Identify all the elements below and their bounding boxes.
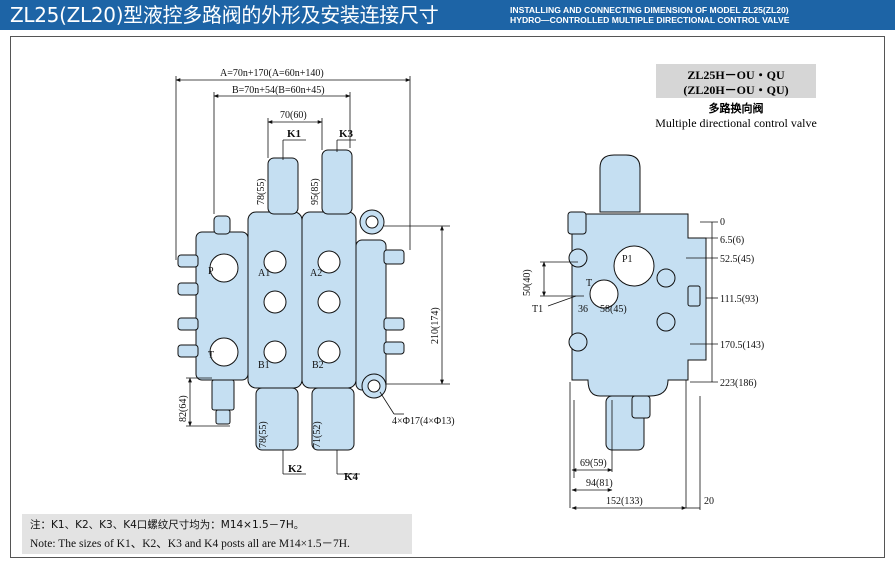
fitting [177,282,199,296]
page-subtitle: INSTALLING AND CONNECTING DIMENSION OF M… [510,5,890,25]
side-bolt [568,332,588,352]
drawing-frame [10,36,885,558]
k3-cap [321,149,353,215]
dim-94: 94(81) [586,478,613,489]
side-bolt [568,248,588,268]
note-en: Note: The sizes of K1、K2、K3 and K4 posts… [30,538,350,550]
dim-20: 20 [704,496,714,507]
side-body [571,213,707,397]
port-p-label: P [208,266,214,277]
fitting [383,341,405,355]
dim-b-label: B=70n+54(B=60n+45) [232,85,325,96]
dim-50: 50(40) [522,269,533,296]
port-a2-circle [317,250,341,274]
model-description-cn: 多路换向阀 [708,102,764,115]
side-left-boss [567,211,587,235]
port-t-label: T [208,350,214,361]
dim-95: 95(85) [310,178,321,205]
port-a2-label: A2 [310,268,322,279]
subtitle-line-2: HYDRO—CONTROLLED MULTIPLE DIRECTIONAL CO… [510,15,790,25]
dim-71: 71(52) [312,421,323,448]
side-bottom-plug [631,395,651,419]
fitting [383,317,405,331]
dim-52-5: 52.5(45) [720,254,754,265]
holes-label: 4×Φ17(4×Φ13) [392,416,455,427]
fitting [177,317,199,331]
page-header: ZL25(ZL20)型液控多路阀的外形及安装连接尺寸 INSTALLING AN… [0,0,895,30]
port-p1-circle [613,245,655,287]
inlet-bottom-plug [211,379,235,411]
dim-69: 69(59) [580,458,607,469]
side-bolt [656,312,676,332]
dim-111-5: 111.5(93) [720,294,758,305]
port-mid2-circle [317,290,341,314]
side-view [567,154,707,451]
dim-210: 210(174) [430,307,441,344]
label-k2: K2 [288,463,303,475]
label-k1: K1 [287,128,301,140]
model-description-en: Multiple directional control valve [655,116,817,130]
port-mid1-circle [263,290,287,314]
port-t-label-side: T [586,278,592,289]
port-b1-circle [263,340,287,364]
subtitle-line-1: INSTALLING AND CONNECTING DIMENSION OF M… [510,5,789,15]
port-b2-circle [317,340,341,364]
note-box: 注：K1、K2、K3、K4口螺纹尺寸均为：M14×1.5－7H。 Note: T… [22,514,412,554]
inlet-bottom-nut [215,409,231,425]
label-k3: K3 [339,128,354,140]
dim-152: 152(133) [606,496,643,507]
page-title: ZL25(ZL20)型液控多路阀的外形及安装连接尺寸 [10,3,439,27]
dim-223: 223(186) [720,378,757,389]
dim-78-bottom: 78(55) [258,421,269,448]
port-b2-label: B2 [312,360,324,371]
dim-6-5: 6.5(6) [720,235,744,246]
mounting-hole [365,215,379,229]
k1-cap [267,157,299,215]
dim-70-label: 70(60) [280,110,307,121]
model-alt-name: (ZL20H－OU・QU) [683,83,789,97]
port-b1-label: B1 [258,360,270,371]
k2-cap [255,387,299,451]
dim-36: 36 [578,304,588,315]
mounting-hole [367,379,381,393]
port-p1-label: P1 [622,254,633,265]
label-k4: K4 [344,471,359,483]
port-p-circle [209,253,239,283]
note-cn: 注：K1、K2、K3、K4口螺纹尺寸均为：M14×1.5－7H。 [30,519,305,531]
port-a1-circle [263,250,287,274]
model-name: ZL25H－OU・QU [687,68,785,82]
dim-58: 58(45) [600,304,627,315]
fitting [177,254,199,268]
inlet-top-boss [213,215,231,235]
side-top-cap [599,154,641,213]
dim-170-5: 170.5(143) [720,340,764,351]
side-dimensions [540,221,718,510]
k4-cap [311,387,355,451]
side-right-fitting [687,285,701,307]
port-t-circle [209,337,239,367]
side-bolt [656,268,676,288]
dim-a-label: A=70n+170(A=60n+140) [220,68,324,79]
fitting [383,249,405,265]
fitting [177,344,199,358]
port-a1-label: A1 [258,268,270,279]
dim-78-top: 78(55) [256,178,267,205]
front-view [177,149,405,451]
port-t1-label: T1 [532,304,543,315]
model-box: ZL25H－OU・QU (ZL20H－OU・QU) [656,64,816,98]
end-block [355,239,387,391]
dim-0: 0 [720,217,725,228]
port-t-circle-side [589,279,619,309]
front-dimensions [175,76,450,475]
dim-82: 82(64) [178,395,189,422]
